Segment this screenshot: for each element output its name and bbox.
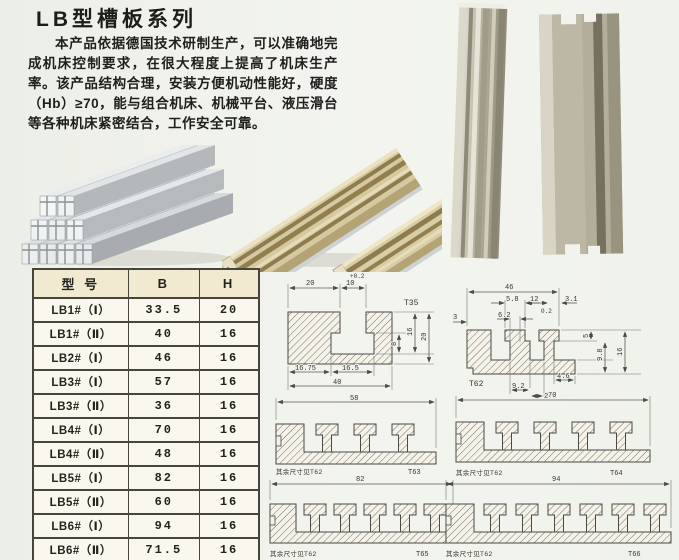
cell-b: 40 <box>127 321 201 347</box>
svg-text:3.1: 3.1 <box>565 296 578 304</box>
table-header-row: 型 号 B H <box>32 268 260 299</box>
cell-b: 48 <box>127 441 201 467</box>
cell-b: 57 <box>127 369 201 395</box>
cell-b: 82 <box>127 465 201 491</box>
drawing-t35: 20 10 +0.2 T35 8 16 20 16.75 16.5 40 <box>287 272 434 390</box>
svg-text:4.6: 4.6 <box>557 373 570 381</box>
page-title: LB型槽板系列 <box>36 8 197 31</box>
cell-model: LB1#（Ⅰ） <box>32 297 129 323</box>
svg-text:其余尺寸见T62: 其余尺寸见T62 <box>456 468 503 477</box>
svg-text:20: 20 <box>421 333 429 341</box>
svg-text:2.8: 2.8 <box>544 393 557 400</box>
cell-b: 70 <box>127 417 201 443</box>
cell-h: 16 <box>199 465 260 491</box>
cell-h: 16 <box>199 513 260 539</box>
cell-b: 71.5 <box>127 537 201 560</box>
svg-text:T66: T66 <box>628 551 641 559</box>
cell-h: 20 <box>199 297 260 323</box>
svg-text:10: 10 <box>346 280 354 288</box>
cell-model: LB6#（Ⅱ） <box>32 537 129 560</box>
cell-model: LB6#（Ⅰ） <box>32 513 129 539</box>
svg-text:16: 16 <box>617 348 625 356</box>
cell-h: 16 <box>199 369 260 395</box>
product-photo-plates <box>222 148 442 272</box>
svg-text:其余尺寸见T62: 其余尺寸见T62 <box>276 467 323 476</box>
svg-text:T35: T35 <box>404 299 419 308</box>
drawing-t62: 46 5.8 12 3.1 3 6.2 0.2 5 9.8 16 4.6 <box>452 283 641 400</box>
cell-h: 16 <box>199 489 260 515</box>
cell-model: LB5#（Ⅰ） <box>32 465 129 491</box>
svg-text:94: 94 <box>552 476 560 484</box>
svg-text:T64: T64 <box>610 470 623 478</box>
col-header-model: 型 号 <box>32 268 129 299</box>
cell-h: 16 <box>199 345 260 371</box>
cell-model: LB3#（Ⅰ） <box>32 369 129 395</box>
svg-text:70: 70 <box>548 392 556 400</box>
col-header-h: H <box>199 268 260 299</box>
cell-h: 16 <box>199 537 260 560</box>
svg-text:9.2: 9.2 <box>512 383 525 391</box>
svg-text:9.8: 9.8 <box>597 348 605 361</box>
svg-text:82: 82 <box>356 476 364 484</box>
svg-text:12: 12 <box>530 296 538 304</box>
drawing-t65: 82 其余尺寸见T62 T65 <box>269 475 454 560</box>
svg-text:16: 16 <box>407 328 415 336</box>
cell-b: 94 <box>127 513 201 539</box>
svg-text:40: 40 <box>333 379 341 387</box>
product-photo-stack <box>21 145 233 266</box>
cell-b: 36 <box>127 393 201 419</box>
svg-text:16.5: 16.5 <box>342 365 359 373</box>
svg-text:T63: T63 <box>408 469 421 477</box>
svg-text:T62: T62 <box>469 380 484 389</box>
cell-model: LB4#（Ⅰ） <box>32 417 129 443</box>
cell-h: 16 <box>199 441 260 467</box>
col-header-b: B <box>127 268 201 299</box>
drawing-t66: 94 其余尺寸见T62 T66 <box>445 475 672 560</box>
svg-text:其余尺寸见T62: 其余尺寸见T62 <box>446 549 493 558</box>
cell-b: 46 <box>127 345 201 371</box>
drawing-t64: 70 其余尺寸见T62 T64 <box>455 391 651 478</box>
intro-text: 本产品依据德国技术研制生产，可以准确地完成机床控制要求，在很大程度上提高了机床生… <box>28 36 338 131</box>
svg-text:5: 5 <box>583 334 591 338</box>
svg-text:20: 20 <box>306 280 314 288</box>
cell-b: 33.5 <box>127 297 201 323</box>
cell-model: LB1#（Ⅱ） <box>32 321 129 347</box>
svg-text:6.2: 6.2 <box>498 312 511 320</box>
cell-h: 16 <box>199 417 260 443</box>
svg-text:8: 8 <box>391 342 399 346</box>
cell-b: 60 <box>127 489 201 515</box>
svg-text:16.75: 16.75 <box>295 365 316 373</box>
svg-text:+0.2: +0.2 <box>350 273 365 280</box>
svg-text:46: 46 <box>505 284 513 292</box>
cell-h: 16 <box>199 321 260 347</box>
svg-text:其余尺寸见T62: 其余尺寸见T62 <box>270 549 317 558</box>
cell-h: 16 <box>199 393 260 419</box>
svg-text:5.8: 5.8 <box>506 296 519 304</box>
svg-text:0.2: 0.2 <box>541 308 552 315</box>
cell-model: LB5#（Ⅱ） <box>32 489 129 515</box>
svg-text:58: 58 <box>350 395 358 403</box>
cell-model: LB4#（Ⅱ） <box>32 441 129 467</box>
svg-text:3: 3 <box>453 314 457 322</box>
product-photo-extrusions <box>450 2 624 259</box>
cell-model: LB2#（Ⅰ） <box>32 345 129 371</box>
drawing-t63: 58 其余尺寸见T62 T63 <box>275 394 437 478</box>
cell-model: LB3#（Ⅱ） <box>32 393 129 419</box>
svg-text:T65: T65 <box>416 551 429 559</box>
